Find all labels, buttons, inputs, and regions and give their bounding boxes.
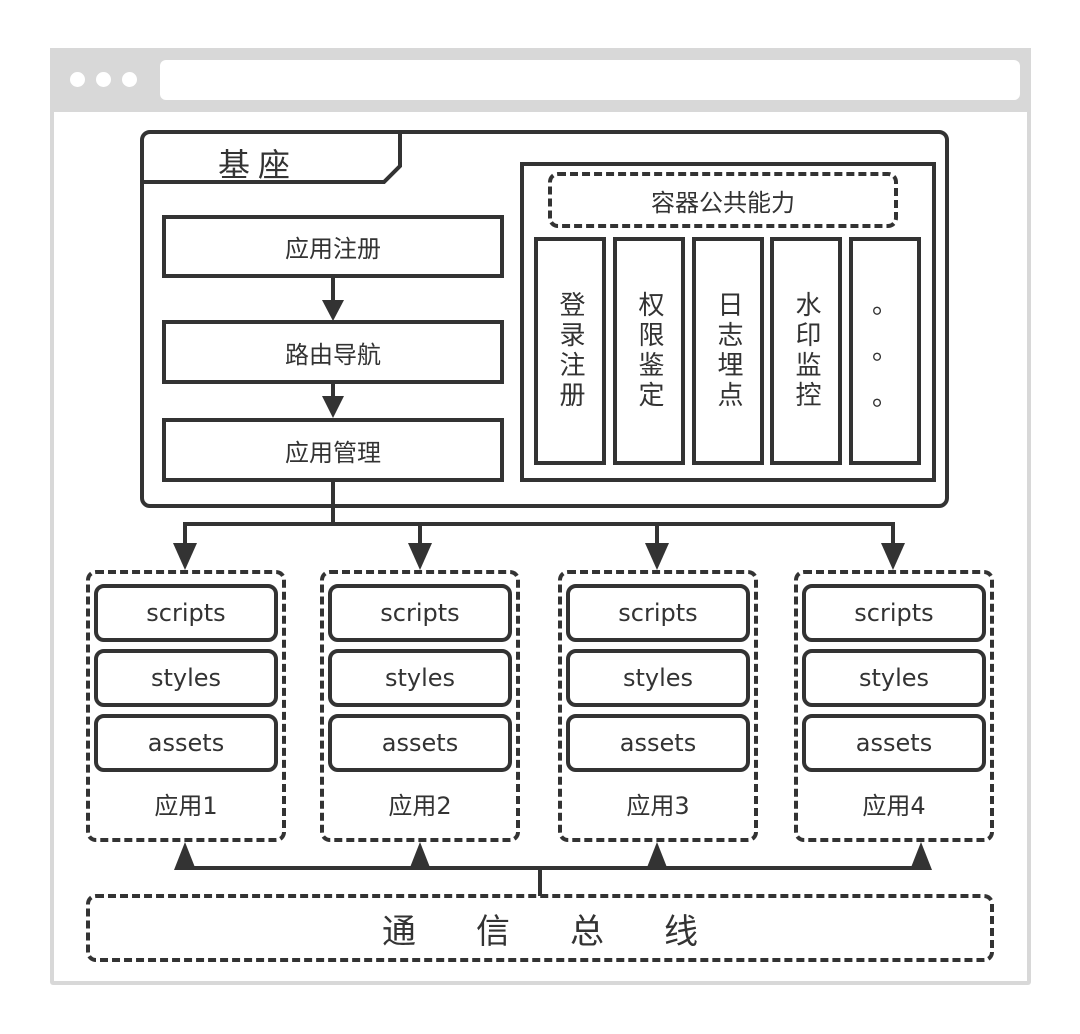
app2-scripts[interactable]: scripts (328, 584, 512, 642)
app1-styles[interactable]: styles (94, 649, 278, 707)
flow-step-route-navigation[interactable]: 路由导航 (162, 320, 504, 384)
app1-label: 应用1 (154, 791, 218, 820)
app4-assets[interactable]: assets (802, 714, 986, 772)
app2-styles[interactable]: styles (328, 649, 512, 707)
window-dot-2[interactable] (96, 72, 111, 87)
more-dot: 。 (871, 336, 898, 366)
app2-label: 应用2 (388, 791, 452, 820)
capability-login-register[interactable]: 登录注册 (534, 237, 606, 465)
app3-styles[interactable]: styles (566, 649, 750, 707)
bus-label: 通信总线 (382, 911, 758, 952)
app-container-4[interactable] (794, 570, 994, 842)
flow-step-app-register[interactable]: 应用注册 (162, 215, 504, 278)
capability-log-tracking[interactable]: 日志埋点 (692, 237, 764, 465)
app2-assets[interactable]: assets (328, 714, 512, 772)
more-dot: 。 (871, 290, 898, 320)
app1-scripts[interactable]: scripts (94, 584, 278, 642)
capability-label: 水印监控 (791, 291, 821, 411)
app4-scripts[interactable]: scripts (802, 584, 986, 642)
flow-step-app-management[interactable]: 应用管理 (162, 418, 504, 482)
more-dot: 。 (871, 382, 898, 412)
app3-assets[interactable]: assets (566, 714, 750, 772)
app4-styles[interactable]: styles (802, 649, 986, 707)
app1-assets[interactable]: assets (94, 714, 278, 772)
capability-label: 日志埋点 (713, 291, 743, 411)
app-container-2[interactable] (320, 570, 520, 842)
capability-label: 权限鉴定 (634, 291, 664, 411)
app-container-3[interactable] (558, 570, 758, 842)
base-title: 基座 (218, 146, 299, 184)
window-dot-1[interactable] (70, 72, 85, 87)
capability-more[interactable]: 。 。 。 (849, 237, 921, 465)
address-bar[interactable] (160, 60, 1020, 100)
app-container-1[interactable] (86, 570, 286, 842)
app3-scripts[interactable]: scripts (566, 584, 750, 642)
app3-label: 应用3 (626, 791, 690, 820)
communication-bus[interactable]: 通信总线 (86, 894, 994, 962)
capability-label: 登录注册 (555, 291, 585, 411)
capabilities-title: 容器公共能力 (548, 172, 898, 228)
capability-permission-auth[interactable]: 权限鉴定 (613, 237, 685, 465)
window-dot-3[interactable] (122, 72, 137, 87)
app4-label: 应用4 (862, 791, 926, 820)
capability-watermark-monitor[interactable]: 水印监控 (770, 237, 842, 465)
